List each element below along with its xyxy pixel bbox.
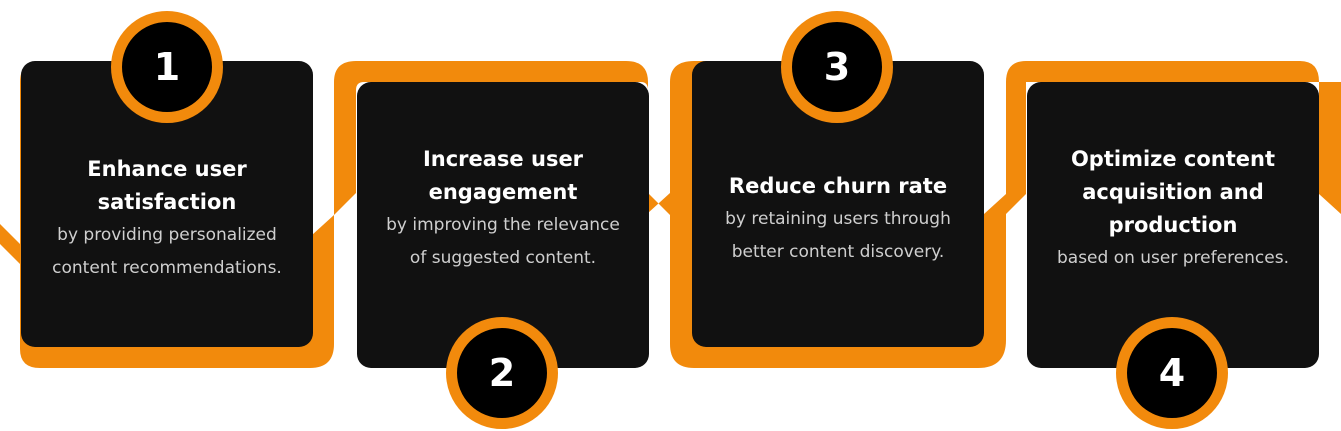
step-number-badge-2: 2 (446, 317, 558, 429)
step-title-4: Optimize content acquisition and product… (1070, 147, 1276, 237)
step-description-1: by providing personalized content recomm… (52, 225, 282, 278)
step-number-badge-4: 4 (1116, 317, 1228, 429)
step-number-badge-3: 3 (781, 11, 893, 123)
ribbon-path (0, 61, 1341, 368)
step-title-3: Reduce churn rate (728, 173, 948, 198)
step-description-4: based on user preferences. (1056, 248, 1289, 268)
step-description-2: by improving the relevance of suggested … (386, 215, 620, 268)
step-title-2: Increase user engagement (422, 147, 584, 204)
step-description-3: by retaining users through better conten… (725, 208, 951, 262)
step-card-2: Increase user engagement by improving th… (357, 82, 649, 368)
step-number-badge-1: 1 (111, 11, 223, 123)
step-title-1: Enhance user satisfaction (87, 157, 247, 214)
